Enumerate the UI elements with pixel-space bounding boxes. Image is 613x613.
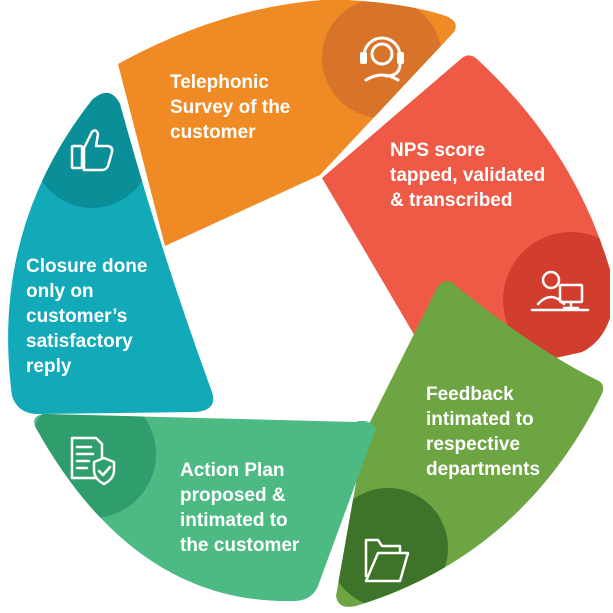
agent-computer-icon bbox=[530, 270, 590, 312]
step-label-closure: Closure done only on customer’s satisfac… bbox=[26, 256, 148, 377]
step-label-nps: NPS score tapped, validated & transcribe… bbox=[390, 140, 546, 211]
thumbs-up-icon bbox=[70, 129, 114, 172]
step-label-feedback: Feedback intimated to respective departm… bbox=[426, 384, 541, 480]
step-label-action: Action Plan proposed & intimated to the … bbox=[180, 460, 300, 556]
segment-feedback-badge bbox=[336, 488, 448, 607]
segment-feedback bbox=[336, 281, 604, 607]
step-label-telephonic: Telephonic Survey of the customer bbox=[170, 72, 291, 143]
headset-icon bbox=[360, 36, 404, 82]
folders-icon bbox=[364, 538, 410, 583]
document-shield-icon bbox=[70, 436, 116, 486]
segment-telephonic bbox=[118, 0, 456, 246]
